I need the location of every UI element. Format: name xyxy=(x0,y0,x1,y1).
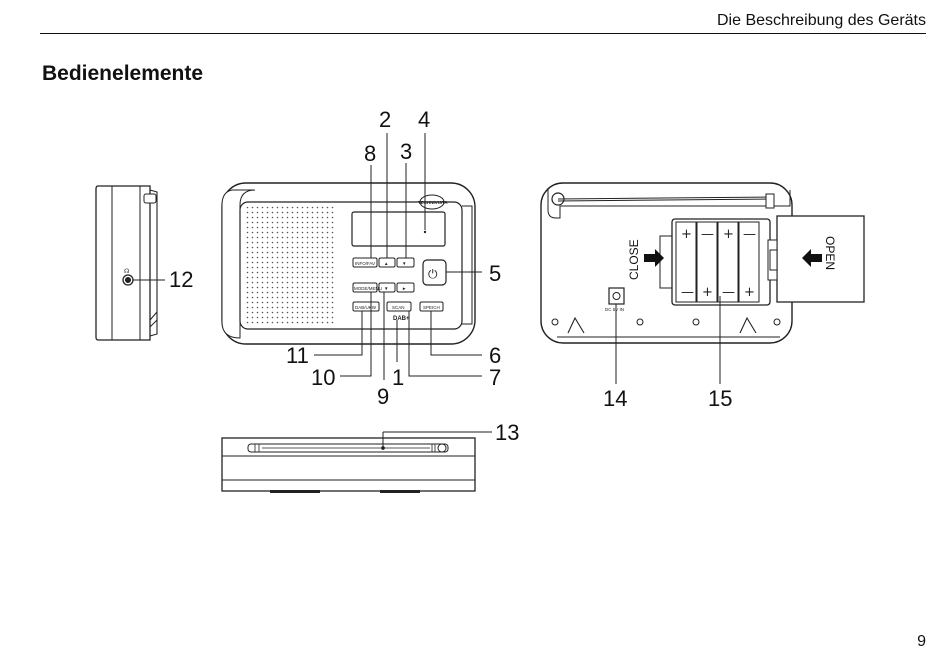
preset-label: SPEICH xyxy=(423,305,440,310)
info-fav-label: INFO/FAV xyxy=(355,261,375,266)
battery-3-plus: + xyxy=(723,227,734,242)
callout-2: 2 xyxy=(379,107,391,132)
top-view xyxy=(222,432,492,493)
callout-8: 8 xyxy=(364,141,376,166)
down-mid-label: ▼ xyxy=(384,286,388,291)
mode-menu-label: MODE/MENU xyxy=(354,286,382,291)
display-window xyxy=(352,212,445,246)
open-label: OPEN xyxy=(823,236,837,270)
dc-in-label: DC 5V IN xyxy=(605,307,624,312)
callout-10: 10 xyxy=(311,365,335,390)
front-view xyxy=(222,183,475,344)
battery-2-plus: + xyxy=(702,285,713,300)
battery-1-minus: — xyxy=(681,285,694,300)
dab-logo: DAB+ xyxy=(393,316,410,322)
dc-jack xyxy=(609,288,624,304)
down-top-label: ▼ xyxy=(402,261,406,266)
callout-15: 15 xyxy=(708,386,732,411)
callout-9: 9 xyxy=(377,384,389,409)
battery-4-plus: + xyxy=(744,285,755,300)
headphone-icon: ☊ xyxy=(124,268,129,275)
right-label: ► xyxy=(402,286,406,291)
brand-logo: TECHNIVISTA xyxy=(418,200,448,205)
battery-2-minus: — xyxy=(701,227,714,242)
power-icon: ⏻ xyxy=(428,267,438,281)
up-label: ▲ xyxy=(384,261,388,266)
callout-3: 3 xyxy=(400,139,412,164)
battery-3-minus: — xyxy=(722,285,735,300)
scan-label: SCAN xyxy=(392,305,405,310)
callout-11: 11 xyxy=(286,343,309,368)
callout-13: 13 xyxy=(495,420,519,445)
band-label: DAB/UKW xyxy=(355,305,377,310)
battery-4-minus: — xyxy=(743,227,756,242)
speaker-grille xyxy=(244,206,334,324)
callout-14: 14 xyxy=(603,386,627,411)
callout-7: 7 xyxy=(489,365,501,390)
callout-4: 4 xyxy=(418,107,430,132)
back-view xyxy=(541,183,864,343)
side-view xyxy=(96,186,157,340)
callout-12: 12 xyxy=(169,267,193,292)
close-label: CLOSE xyxy=(627,239,641,280)
callout-5: 5 xyxy=(489,261,501,286)
callout-1: 1 xyxy=(392,365,404,390)
battery-1-plus: + xyxy=(681,227,692,242)
